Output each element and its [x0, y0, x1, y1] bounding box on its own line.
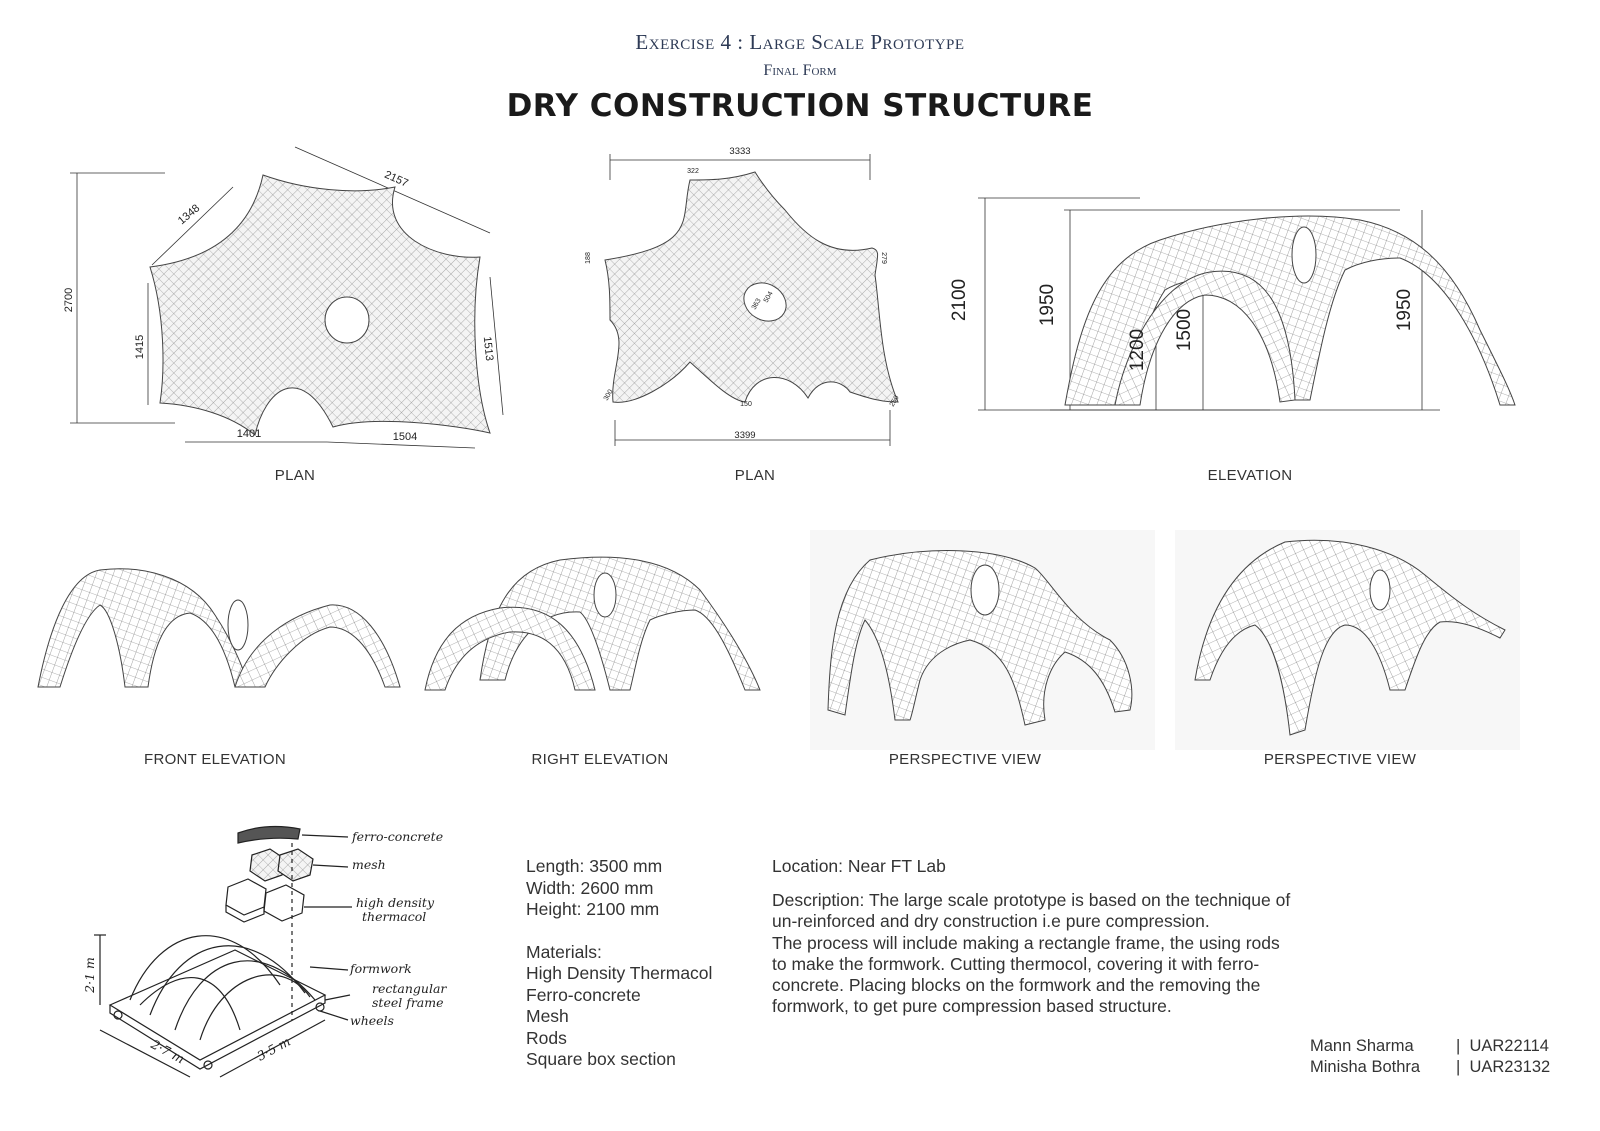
perspective-caption-1: PERSPECTIVE VIEW — [888, 751, 1042, 768]
sketch-label-formwork: formwork — [349, 961, 412, 976]
sketch-label-frame-2: steel frame — [372, 995, 444, 1010]
location: Location: Near FT Lab — [772, 856, 946, 876]
plan1-dim-1415: 1415 — [134, 335, 146, 359]
sketch-label-thermacol-2: thermacol — [362, 909, 426, 924]
sketch-label-ferro: ferro-concrete — [351, 829, 443, 844]
material-item: Rods — [526, 1027, 567, 1048]
construction-sketch: ferro-concrete mesh high density thermac… — [82, 825, 447, 1078]
plan1-caption: PLAN — [274, 467, 316, 484]
plan2-dim-504: 504 — [763, 290, 775, 304]
plan1-dim-1504: 1504 — [393, 431, 417, 443]
description-block: Description: The large scale prototype i… — [772, 890, 1292, 1018]
front-elevation-drawing — [37, 568, 401, 688]
spec-height: Height: 2100 mm — [526, 899, 660, 919]
sketch-dim-length: 3·5 m — [254, 1034, 293, 1064]
author-name: Minisha Bothra — [1310, 1058, 1421, 1076]
author-id: UAR22114 — [1469, 1037, 1549, 1055]
elev-dim-1500: 1500 — [1174, 309, 1195, 351]
perspective-caption-2: PERSPECTIVE VIEW — [1263, 751, 1417, 768]
plan1-dim-2157: 2157 — [383, 169, 410, 190]
sketch-label-thermacol-1: high density — [356, 895, 435, 910]
exercise-subtitle: Final Form — [763, 62, 837, 79]
plan2-dim-250: 250 — [889, 394, 901, 408]
plan2-dim-322: 322 — [687, 168, 699, 175]
authors-block: Mann Sharma| UAR22114 Minisha Bothra| UA… — [1310, 1036, 1550, 1078]
materials-label: Materials: — [526, 941, 602, 962]
elev-dim-1200: 1200 — [1127, 329, 1148, 371]
elev-dim-1950-right: 1950 — [1394, 289, 1415, 331]
exercise-title: Exercise 4 : Large Scale Prototype — [635, 30, 965, 54]
sketch-label-frame-1: rectangular — [372, 981, 447, 996]
material-item: High Density Thermacol — [526, 963, 713, 983]
plan2-dim-150: 150 — [740, 401, 752, 408]
plan-drawing-1: 2700 1348 2157 1415 1513 1401 1504 — [63, 146, 504, 449]
material-item: Ferro-concrete — [526, 984, 641, 1005]
ferro-concrete-layer — [237, 825, 301, 844]
plan1-dim-1401: 1401 — [237, 428, 261, 440]
plan1-dim-2700: 2700 — [63, 288, 75, 312]
plan2-dim-279: 279 — [880, 252, 887, 264]
specs-block: Length: 3500 mm Width: 2600 mm Height: 2… — [526, 856, 712, 1071]
material-item: Square box section — [526, 1049, 676, 1069]
right-elevation-drawing — [424, 556, 761, 691]
elevation-drawing: 2100 1950 1200 1500 1950 — [949, 197, 1516, 411]
plan2-dim-3333: 3333 — [729, 146, 750, 157]
perspective-view-1 — [810, 530, 1155, 750]
front-elevation-caption: FRONT ELEVATION — [143, 751, 287, 768]
sketch-label-mesh: mesh — [352, 857, 386, 872]
plan2-dim-363: 363 — [751, 297, 763, 311]
sheet-title: DRY CONSTRUCTION STRUCTURE — [506, 88, 1094, 124]
author-id: UAR23132 — [1469, 1058, 1551, 1076]
plan2-dim-188: 188 — [585, 252, 592, 264]
elev-dim-1950-left: 1950 — [1037, 284, 1058, 326]
perspective-view-2 — [1175, 530, 1520, 750]
author-row: Mann Sharma| UAR22114 — [1310, 1037, 1549, 1055]
plan2-caption: PLAN — [734, 467, 776, 484]
description-para-2: The process will include making a rectan… — [772, 932, 1280, 1017]
sketch-label-wheels: wheels — [350, 1013, 394, 1028]
spec-width: Width: 2600 mm — [526, 877, 654, 898]
author-name: Mann Sharma — [1310, 1037, 1414, 1055]
description-para-1: Description: The large scale prototype i… — [772, 890, 1291, 932]
plan-drawing-2: 3333 322 188 279 300 150 250 3399 363 50… — [585, 146, 901, 446]
right-elevation-caption: RIGHT ELEVATION — [531, 751, 669, 768]
plan1-dim-1513: 1513 — [481, 336, 495, 362]
plan2-dim-300: 300 — [603, 388, 615, 402]
author-row: Minisha Bothra| UAR23132 — [1310, 1058, 1551, 1076]
plan2-dim-3399: 3399 — [734, 430, 755, 441]
material-item: Mesh — [526, 1006, 569, 1026]
elevation-caption: ELEVATION — [1207, 467, 1293, 484]
sketch-dim-height: 2·1 m — [82, 957, 97, 994]
plan1-dim-1348: 1348 — [176, 202, 202, 227]
spec-length: Length: 3500 mm — [526, 856, 663, 876]
elev-dim-2100: 2100 — [949, 279, 970, 321]
